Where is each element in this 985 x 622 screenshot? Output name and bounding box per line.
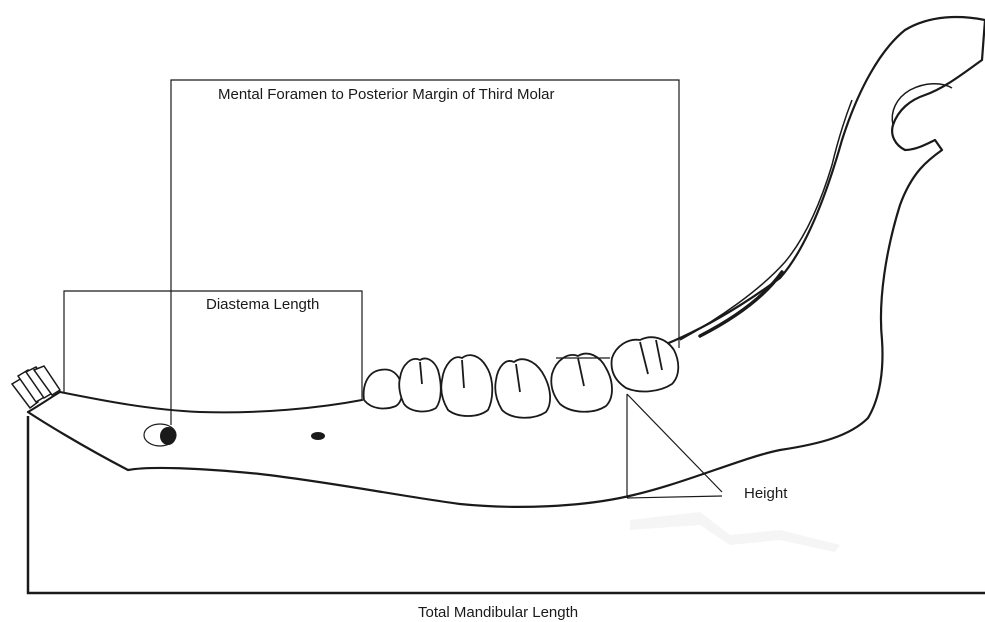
height-leader-upper [627, 394, 722, 492]
total-length-label: Total Mandibular Length [418, 605, 578, 620]
condyle-notch [892, 84, 952, 125]
mental-foramen-shadow [160, 427, 176, 445]
tooth-premolar-1 [364, 369, 402, 408]
small-foramen [311, 432, 325, 440]
cheek-teeth [364, 337, 679, 418]
height-leader-lower [627, 496, 722, 498]
tooth-premolar-3 [441, 355, 492, 416]
ramus-ridge [680, 100, 852, 340]
tooth-molar-1 [495, 359, 550, 418]
diastema-label: Diastema Length [206, 297, 319, 312]
height-label: Height [744, 486, 787, 501]
tooth-molar-2 [551, 354, 612, 412]
diastema-upper-border [60, 392, 362, 412]
incisors [12, 366, 60, 408]
angle-shade [630, 512, 840, 552]
mental-foramen-label: Mental Foramen to Posterior Margin of Th… [218, 87, 555, 102]
